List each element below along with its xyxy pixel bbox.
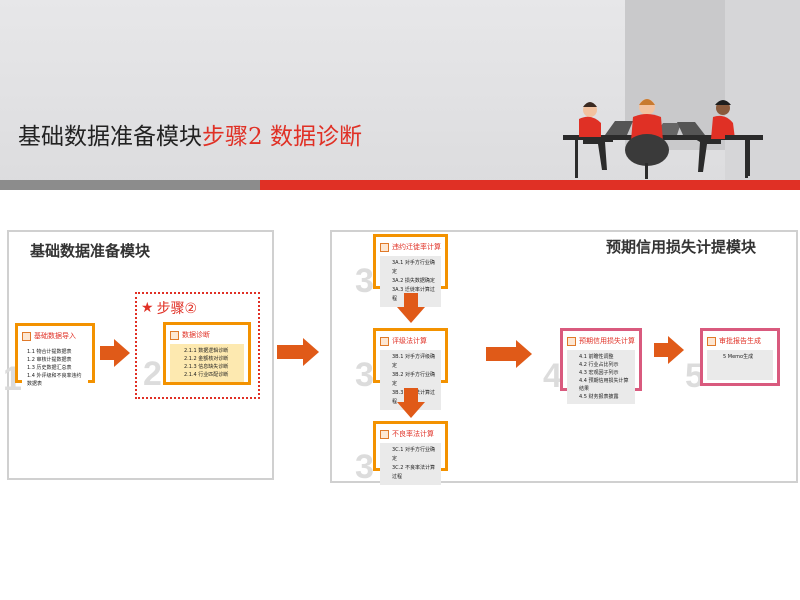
card-item: 3A.1 对手方行业确定 — [392, 260, 435, 275]
page-title-step: 步骤2 数据诊断 — [202, 124, 362, 150]
step-digit-4: 4 — [543, 357, 562, 395]
arrow-right-2 — [486, 340, 532, 368]
card-item: 4.1 前瞻性调整 — [579, 354, 614, 360]
document-icon — [707, 336, 716, 346]
right-module-title: 预期信用损失计提模块 — [606, 238, 757, 256]
card-item: 3A.3 迁徙率计算过程 — [392, 287, 435, 302]
step-label: 步骤② — [156, 301, 198, 317]
card-item: 3C.1 对手方行业确定 — [392, 447, 436, 462]
card-item: 3C.2 不良率法计算过程 — [392, 465, 436, 480]
step-digit-2: 2 — [143, 355, 162, 393]
card-item: 1.4 外评级和不良率违约数据表 — [27, 373, 82, 387]
card-item: 1.3 历史数据汇总表 — [27, 365, 72, 371]
meeting-illustration — [563, 99, 763, 179]
step-digit-3a: 3 — [355, 262, 374, 300]
card-item: 3B.2 对手方行业确定 — [392, 372, 435, 387]
document-icon — [22, 331, 31, 341]
card-npl-method[interactable]: 不良率法计算 3C.1 对手方行业确定 3C.2 不良率法计算过程 — [373, 421, 448, 485]
card-item: 5 Memo生成 — [723, 354, 754, 360]
header-rule-gray — [0, 180, 260, 190]
card-item: 2.1.3 信息缺失诊断 — [184, 364, 229, 370]
card-ecl-calculation[interactable]: 预期信用损失计算 4.1 前瞻性调整 4.2 行业占比列示 4.3 宏观因子列示… — [560, 328, 642, 404]
left-module-title: 基础数据准备模块 — [30, 242, 151, 260]
card-title: 数据诊断 — [182, 331, 210, 339]
card-data-import[interactable]: 基础数据导入 1.1 物合计提数据表 1.2 审核计提数据表 1.3 历史数据汇… — [15, 323, 95, 391]
card-rating-method[interactable]: 评级法计算 3B.1 对手方评级确定 3B.2 对手方行业确定 3B.3 评级法… — [373, 328, 448, 410]
star-icon: ★ — [141, 300, 154, 316]
card-item: 2.1.4 行业匹配诊断 — [184, 372, 229, 378]
card-migration-rate[interactable]: 违约迁徙率计算 3A.1 对手方行业确定 3A.2 损失数据确定 3A.3 迁徙… — [373, 234, 448, 307]
card-report-generation[interactable]: 审批报告生成 5 Memo生成 — [700, 328, 780, 386]
card-data-diagnosis[interactable]: 数据诊断 2.1.1 数据逻辑诊断 2.1.2 金额核对诊断 2.1.3 信息缺… — [163, 322, 251, 385]
card-title: 基础数据导入 — [34, 332, 76, 340]
banner-panel-2 — [725, 0, 800, 180]
card-item: 1.1 物合计提数据表 — [27, 349, 72, 355]
card-item: 3A.2 损失数据确定 — [392, 278, 435, 284]
step-digit-3c: 3 — [355, 448, 374, 486]
card-item: 2.1.2 金额核对诊断 — [184, 356, 229, 362]
card-item: 4.4 预期信用损失计算结果 — [579, 378, 629, 392]
arrow-down-1 — [397, 293, 425, 323]
header-rule-red — [260, 180, 800, 190]
card-title: 审批报告生成 — [719, 337, 761, 345]
arrow-right-1 — [100, 339, 130, 367]
document-icon — [380, 429, 389, 439]
card-title: 预期信用损失计算 — [579, 337, 635, 345]
document-icon — [380, 336, 389, 346]
arrow-right-3 — [654, 336, 684, 364]
current-step-highlight — [135, 292, 260, 399]
card-item: 2.1.1 数据逻辑诊断 — [184, 348, 229, 354]
page-title-main: 基础数据准备模块 — [18, 124, 202, 150]
arrow-right-between-modules — [277, 338, 319, 366]
card-item: 4.2 行业占比列示 — [579, 362, 619, 368]
arrow-down-2 — [397, 388, 425, 418]
card-item: 4.3 宏观因子列示 — [579, 370, 619, 376]
document-icon — [567, 336, 576, 346]
step-digit-5: 5 — [685, 357, 704, 395]
document-icon — [380, 242, 389, 252]
card-item: 4.5 财务报表披露 — [579, 394, 619, 400]
card-title: 不良率法计算 — [392, 430, 434, 438]
step-digit-3b: 3 — [355, 356, 374, 394]
card-title: 违约迁徙率计算 — [392, 243, 441, 251]
step-indicator: ★ 步骤② — [141, 298, 197, 318]
card-item: 1.2 审核计提数据表 — [27, 357, 72, 363]
card-item: 3B.1 对手方评级确定 — [392, 354, 435, 369]
document-icon — [170, 330, 179, 340]
card-title: 评级法计算 — [392, 337, 427, 345]
page-title: 基础数据准备模块步骤2 数据诊断 — [18, 117, 362, 151]
